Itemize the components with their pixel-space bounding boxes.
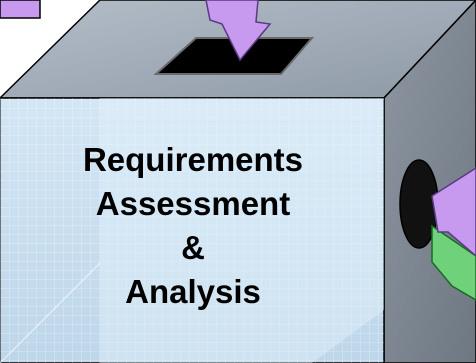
box-front-diagonal [0, 262, 101, 363]
box-front-highlight [100, 98, 384, 363]
ballot-slot [153, 37, 315, 75]
top-left-box-fragment [0, 0, 41, 19]
input-arrow-purple [205, 0, 272, 62]
box-front-grid [0, 98, 384, 363]
output-arrow-purple [431, 167, 476, 257]
output-arrow-green [431, 224, 476, 301]
